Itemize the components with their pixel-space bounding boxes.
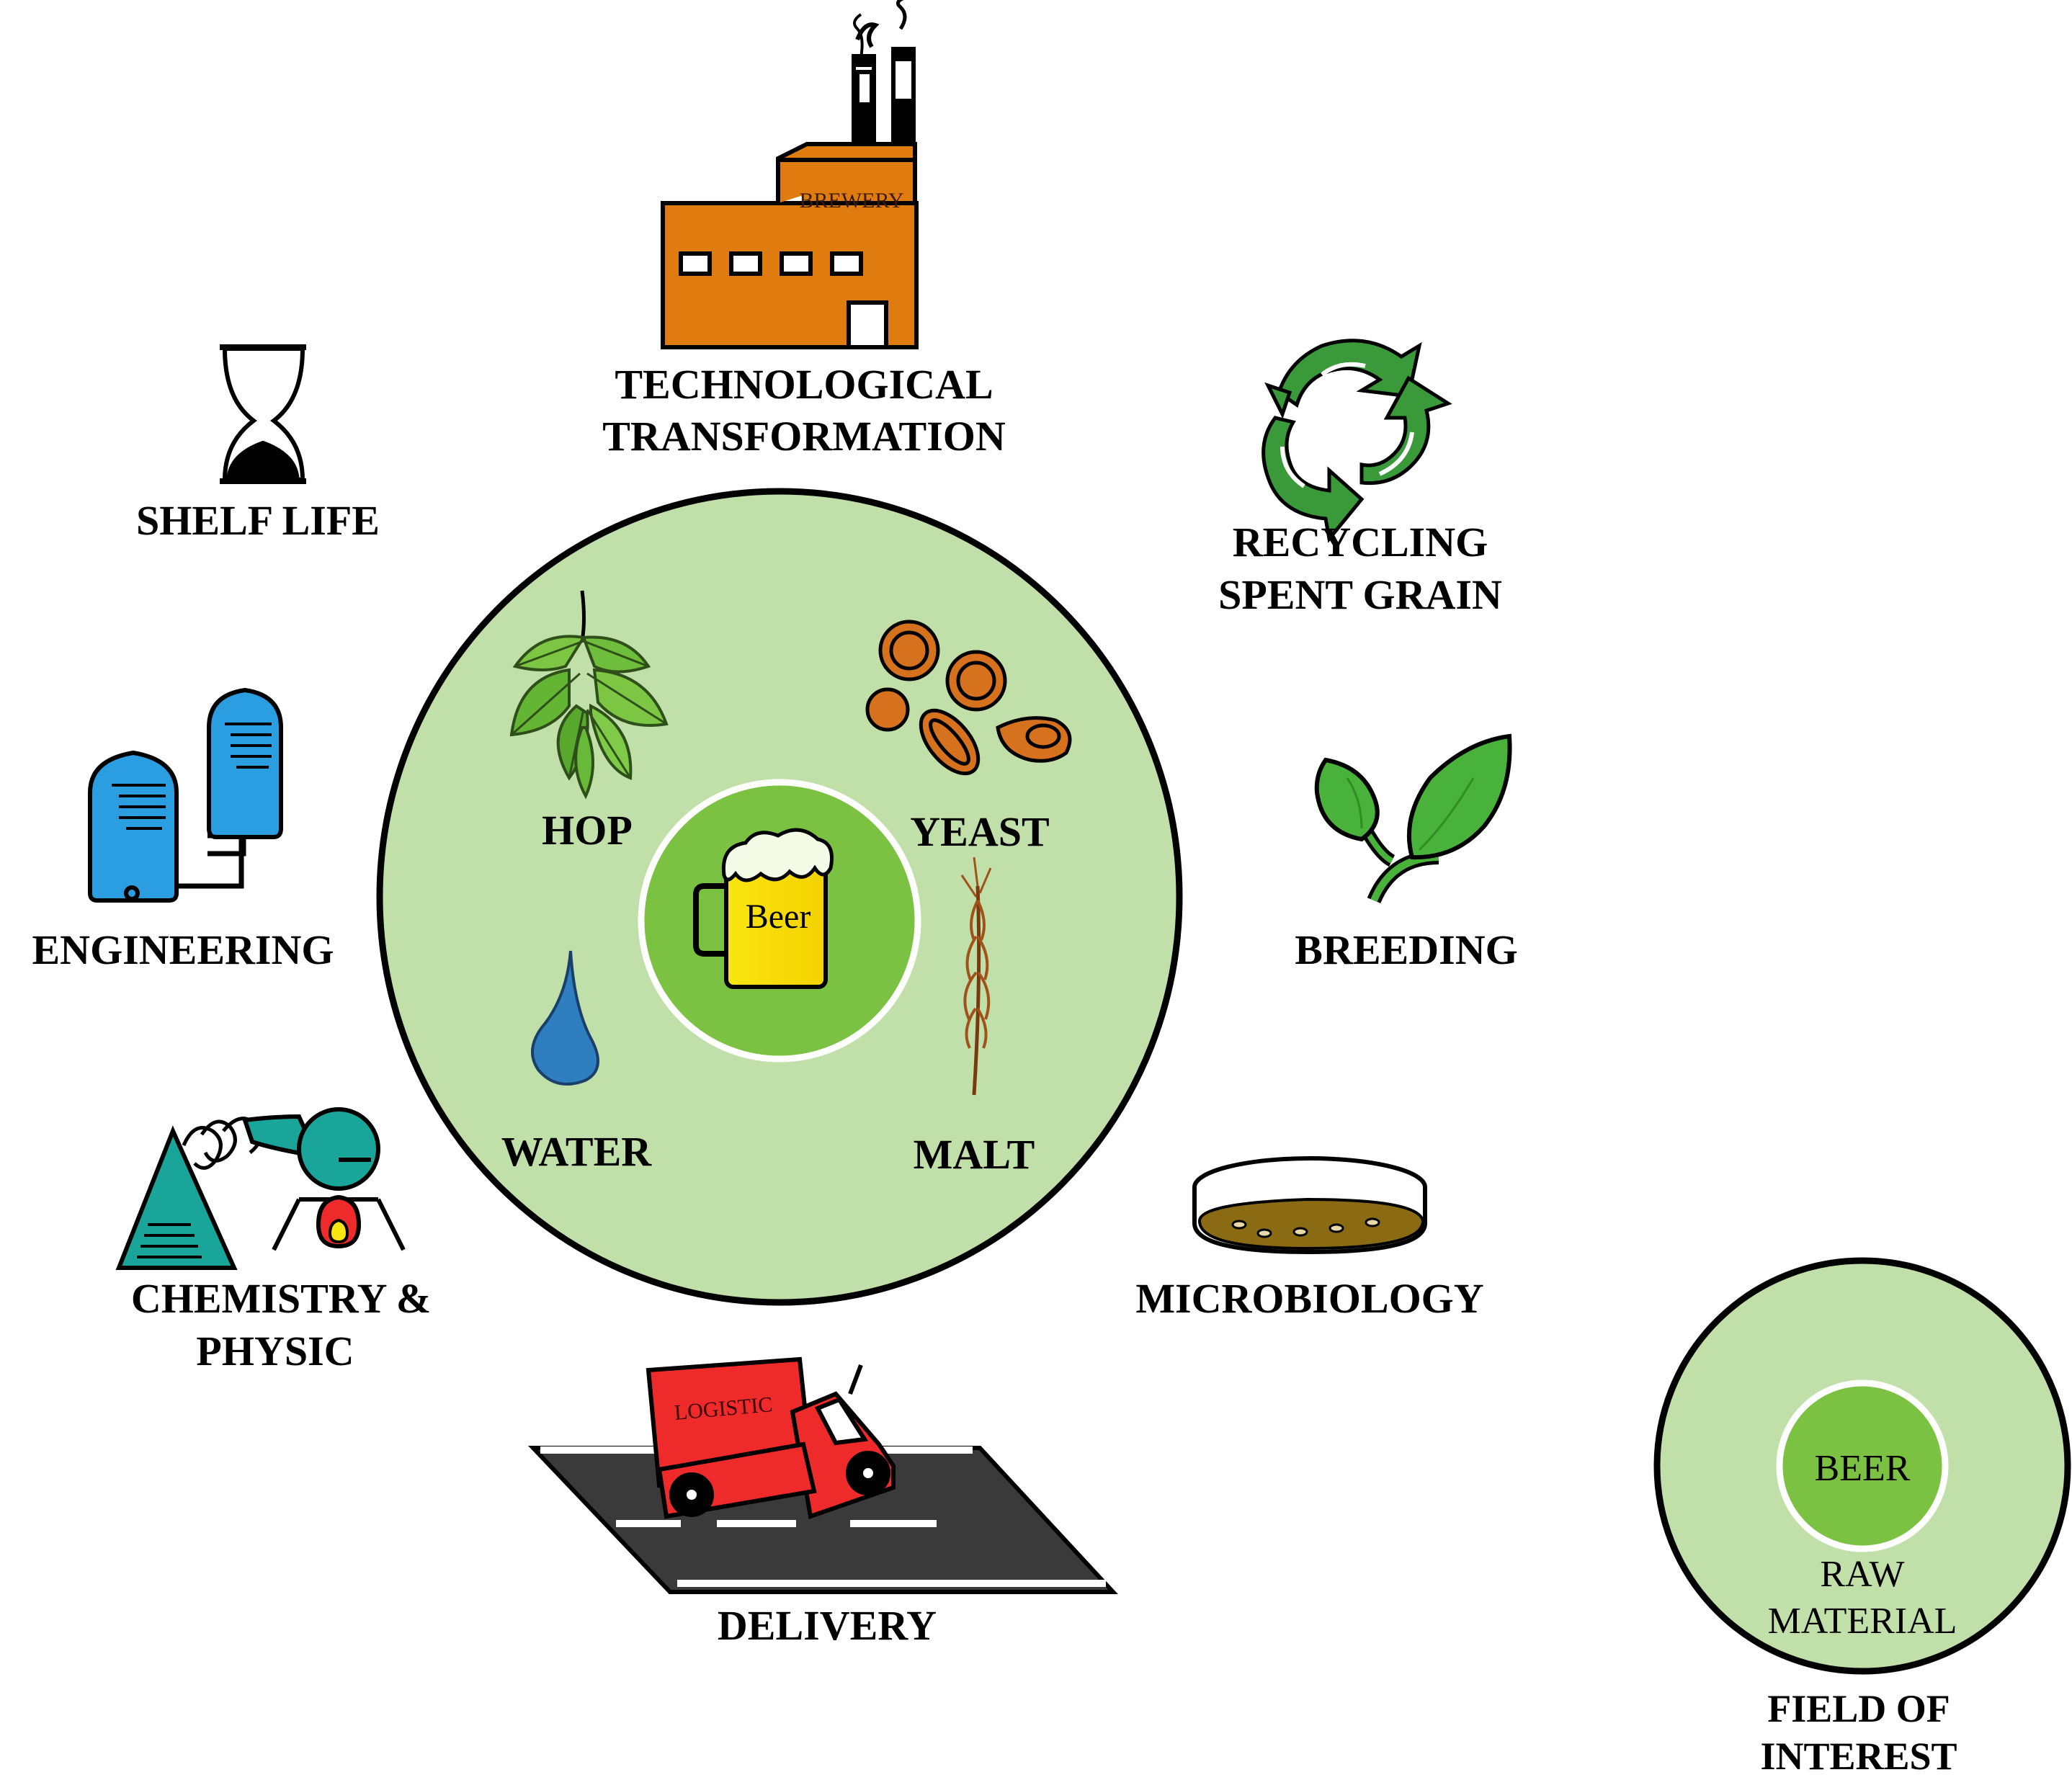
legend-raw-material-line2: MATERIAL — [1768, 1601, 1957, 1642]
tanks-icon — [88, 687, 283, 903]
technological-label-line2: TRANSFORMATION — [602, 413, 1006, 460]
yeast-label: YEAST — [910, 808, 1049, 855]
brewery-icon — [661, 0, 919, 349]
hourglass-icon — [220, 344, 306, 484]
plant-icon — [1314, 733, 1512, 904]
malt-icon — [960, 857, 992, 1096]
legend-field-line2: INTEREST — [1760, 1735, 1957, 1778]
chemistry-label-line2: PHYSIC — [196, 1328, 354, 1374]
legend: BEER RAW MATERIAL FIELD OF INTEREST — [1653, 1257, 2071, 1778]
malt-label: MALT — [914, 1131, 1035, 1178]
legend-raw-material-line1: RAW — [1820, 1554, 1904, 1595]
chemistry-label-line1: CHEMISTRY & — [131, 1275, 431, 1322]
microbiology-label: MICROBIOLOGY — [1135, 1275, 1483, 1322]
beer-mug-icon: Beer — [693, 828, 834, 989]
water-label: WATER — [501, 1128, 653, 1175]
shelf-life-label: SHELF LIFE — [136, 497, 380, 544]
brewery-sign: BREWERY — [799, 189, 903, 213]
breeding-label: BREEDING — [1295, 926, 1517, 973]
hop-label: HOP — [542, 807, 633, 854]
recycling-label-line1: RECYCLING — [1233, 519, 1488, 565]
beer-mug-label: Beer — [746, 898, 811, 936]
technological-label-line1: TECHNOLOGICAL — [615, 361, 993, 408]
water-drop-icon — [531, 950, 599, 1086]
truck-icon — [646, 1356, 896, 1519]
legend-beer-circle — [1776, 1379, 1949, 1552]
petri-dish-icon — [1192, 1156, 1427, 1255]
recycle-icon — [1261, 339, 1452, 543]
engineering-label: ENGINEERING — [32, 926, 334, 973]
distillation-icon — [115, 1107, 406, 1270]
hop-icon — [509, 590, 669, 800]
legend-field-line1: FIELD OF — [1767, 1687, 1950, 1730]
yeast-icon — [865, 620, 1072, 776]
legend-beer-label: BEER — [1815, 1448, 1911, 1489]
recycling-label-line2: SPENT GRAIN — [1218, 571, 1502, 618]
delivery-label: DELIVERY — [718, 1602, 937, 1649]
raw-material-circle: Beer HOP YEAST — [376, 488, 1183, 1306]
